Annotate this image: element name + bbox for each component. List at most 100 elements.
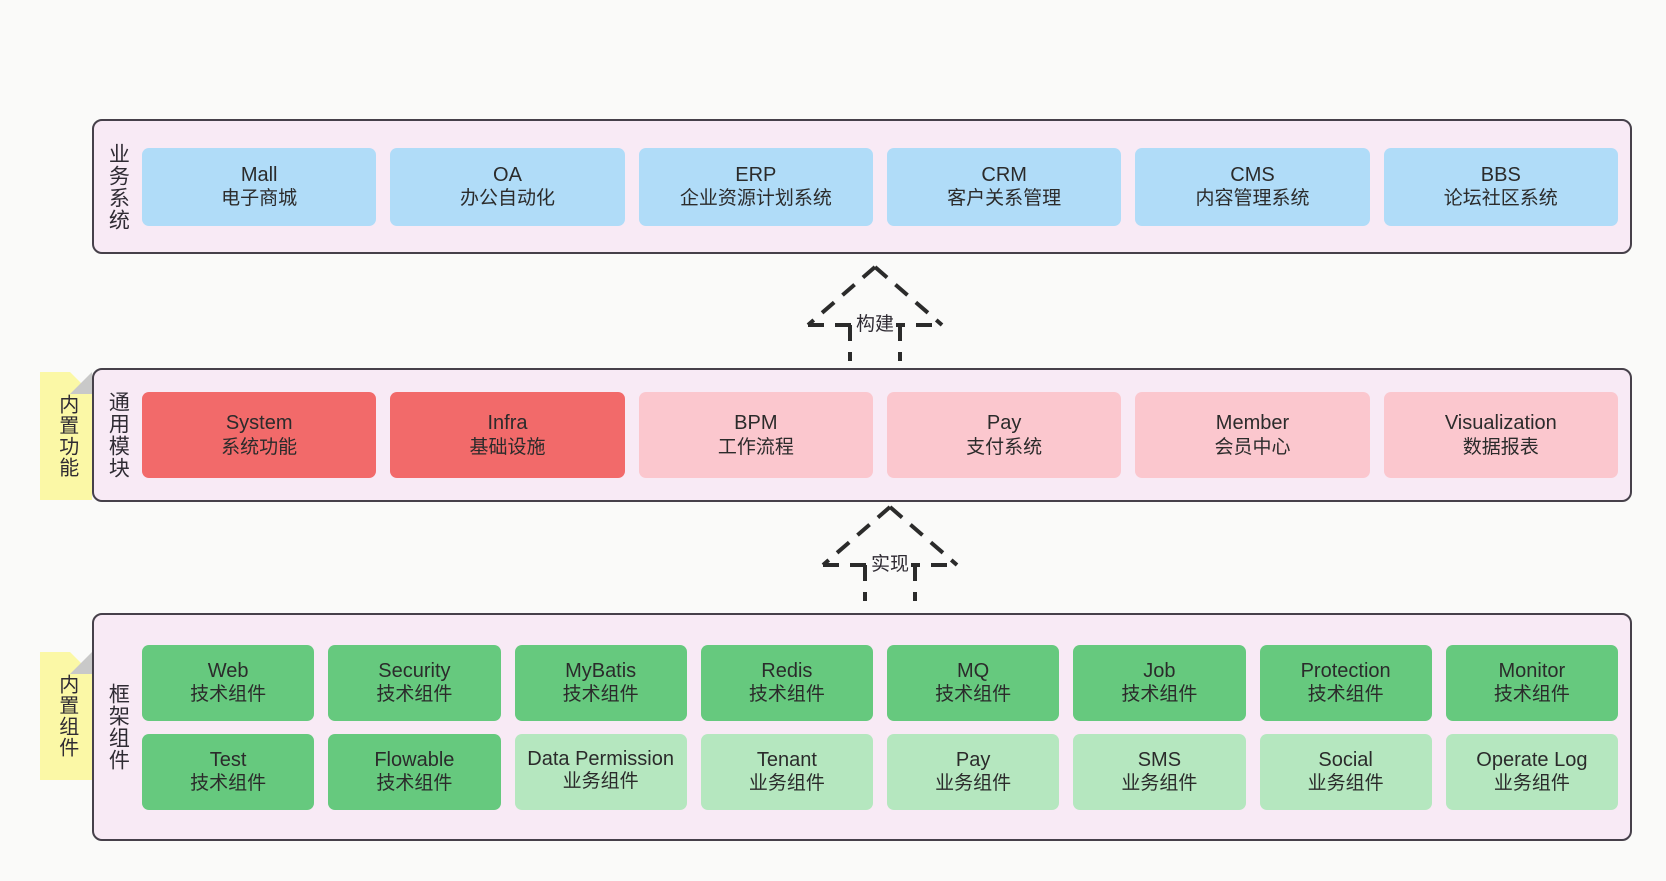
section-body-framework-components: Web 技术组件 Security 技术组件 MyBatis 技术组件 Redi… [140, 615, 1630, 839]
card-row: Mall 电子商城 OA 办公自动化 ERP 企业资源计划系统 CRM 客户关系… [142, 147, 1618, 226]
card-title: Social [1318, 748, 1373, 771]
note-text: 内置功能 [55, 394, 78, 478]
note-builtin-components: 内置组件 [40, 652, 92, 780]
card-sms[interactable]: SMS 业务组件 [1073, 733, 1246, 810]
connector-label: 构建 [853, 309, 897, 336]
card-visualization[interactable]: Visualization 数据报表 [1383, 392, 1618, 478]
card-title: Web [207, 659, 249, 682]
card-operate-log[interactable]: Operate Log 业务组件 [1445, 733, 1618, 810]
card-title: MyBatis [565, 659, 637, 682]
card-subtitle: 业务组件 [935, 773, 1012, 795]
section-framework-components: 框架组件 Web 技术组件 Security 技术组件 MyBatis 技术组件 [92, 613, 1632, 841]
card-title: Flowable [374, 748, 455, 771]
card-pay[interactable]: Pay 支付系统 [886, 392, 1122, 478]
card-row: System 系统功能 Infra 基础设施 BPM 工作流程 Pay 支付系统… [142, 392, 1618, 478]
card-subtitle: 技术组件 [376, 773, 453, 795]
section-title-framework-components: 框架组件 [106, 683, 130, 771]
section-title-common-modules: 通用模块 [106, 391, 130, 479]
card-title: Test [209, 748, 247, 771]
card-title: Tenant [756, 748, 817, 771]
card-mq[interactable]: MQ 技术组件 [887, 644, 1060, 721]
card-title: Pay [986, 412, 1022, 435]
card-title: Visualization [1444, 412, 1557, 435]
connector-build: 构建 [790, 263, 960, 361]
card-title: Protection [1300, 659, 1391, 682]
arrowhead-triangle-dashed [806, 265, 944, 327]
card-subtitle: 论坛社区系统 [1443, 188, 1558, 210]
card-subtitle: 技术组件 [1121, 684, 1198, 706]
card-flowable[interactable]: Flowable 技术组件 [328, 733, 501, 810]
card-subtitle: 企业资源计划系统 [679, 188, 832, 210]
card-web[interactable]: Web 技术组件 [142, 644, 315, 721]
card-redis[interactable]: Redis 技术组件 [700, 644, 873, 721]
card-tenant[interactable]: Tenant 业务组件 [700, 733, 873, 810]
card-subtitle: 支付系统 [966, 436, 1043, 458]
card-bbs[interactable]: BBS 论坛社区系统 [1383, 147, 1618, 226]
card-subtitle: 业务组件 [1307, 773, 1384, 795]
card-title: ERP [735, 163, 777, 186]
card-subtitle: 业务组件 [748, 773, 825, 795]
card-data-permission[interactable]: Data Permission 业务组件 [514, 733, 687, 810]
card-subtitle: 会员中心 [1214, 436, 1291, 458]
card-row-business: Test 技术组件 Flowable 技术组件 Data Permission … [142, 733, 1618, 810]
card-system[interactable]: System 系统功能 [142, 392, 377, 478]
card-subtitle: 系统功能 [221, 436, 298, 458]
connector-stem-dashed [848, 325, 902, 361]
card-subtitle: 业务组件 [562, 771, 639, 793]
card-title: Mall [240, 163, 278, 186]
card-title: Redis [761, 659, 813, 682]
section-business-systems: 业务系统 Mall 电子商城 OA 办公自动化 ERP 企业资源计划系统 CRM… [92, 119, 1632, 254]
card-subtitle: 技术组件 [376, 684, 453, 706]
card-erp[interactable]: ERP 企业资源计划系统 [638, 147, 873, 226]
section-body-business-systems: Mall 电子商城 OA 办公自动化 ERP 企业资源计划系统 CRM 客户关系… [140, 121, 1630, 252]
card-crm[interactable]: CRM 客户关系管理 [886, 147, 1122, 226]
card-title: System [225, 412, 293, 435]
section-common-modules: 通用模块 System 系统功能 Infra 基础设施 BPM 工作流程 Pay… [92, 368, 1632, 502]
card-subtitle: 电子商城 [221, 188, 298, 210]
card-title: Security [378, 659, 451, 682]
card-title: Infra [487, 412, 528, 435]
card-monitor[interactable]: Monitor 技术组件 [1445, 644, 1618, 721]
card-title: CMS [1230, 163, 1275, 186]
card-bpm[interactable]: BPM 工作流程 [638, 392, 873, 478]
card-title: CRM [981, 163, 1027, 186]
connector-label: 实现 [868, 549, 912, 576]
connector-stem-dashed [863, 565, 917, 601]
card-subtitle: 技术组件 [935, 684, 1012, 706]
card-title: Operate Log [1476, 748, 1588, 771]
connector-implement: 实现 [805, 503, 975, 601]
card-pay-business[interactable]: Pay 业务组件 [887, 733, 1060, 810]
card-security[interactable]: Security 技术组件 [328, 644, 501, 721]
card-title: Data Permission [527, 748, 674, 771]
card-infra[interactable]: Infra 基础设施 [390, 392, 625, 478]
note-builtin-features: 内置功能 [40, 372, 92, 500]
card-oa[interactable]: OA 办公自动化 [390, 147, 625, 226]
card-subtitle: 技术组件 [190, 684, 267, 706]
card-subtitle: 数据报表 [1462, 436, 1539, 458]
card-subtitle: 办公自动化 [459, 188, 555, 210]
arrowhead-triangle-dashed [821, 505, 959, 567]
card-subtitle: 技术组件 [1307, 684, 1384, 706]
card-title: Job [1143, 659, 1176, 682]
card-mall[interactable]: Mall 电子商城 [142, 147, 377, 226]
card-mybatis[interactable]: MyBatis 技术组件 [514, 644, 687, 721]
card-title: Member [1215, 412, 1290, 435]
card-cms[interactable]: CMS 内容管理系统 [1135, 147, 1370, 226]
card-test[interactable]: Test 技术组件 [142, 733, 315, 810]
card-subtitle: 技术组件 [190, 773, 267, 795]
card-member[interactable]: Member 会员中心 [1135, 392, 1370, 478]
card-title: MQ [957, 659, 990, 682]
card-subtitle: 业务组件 [1121, 773, 1198, 795]
card-title: SMS [1137, 748, 1182, 771]
card-social[interactable]: Social 业务组件 [1259, 733, 1432, 810]
card-subtitle: 内容管理系统 [1195, 188, 1310, 210]
card-subtitle: 业务组件 [1493, 773, 1570, 795]
card-job[interactable]: Job 技术组件 [1073, 644, 1246, 721]
card-subtitle: 基础设施 [469, 436, 546, 458]
card-subtitle: 工作流程 [717, 436, 794, 458]
section-title-business-systems: 业务系统 [106, 142, 130, 231]
card-protection[interactable]: Protection 技术组件 [1259, 644, 1432, 721]
card-title: Pay [955, 748, 991, 771]
section-body-common-modules: System 系统功能 Infra 基础设施 BPM 工作流程 Pay 支付系统… [140, 370, 1630, 500]
